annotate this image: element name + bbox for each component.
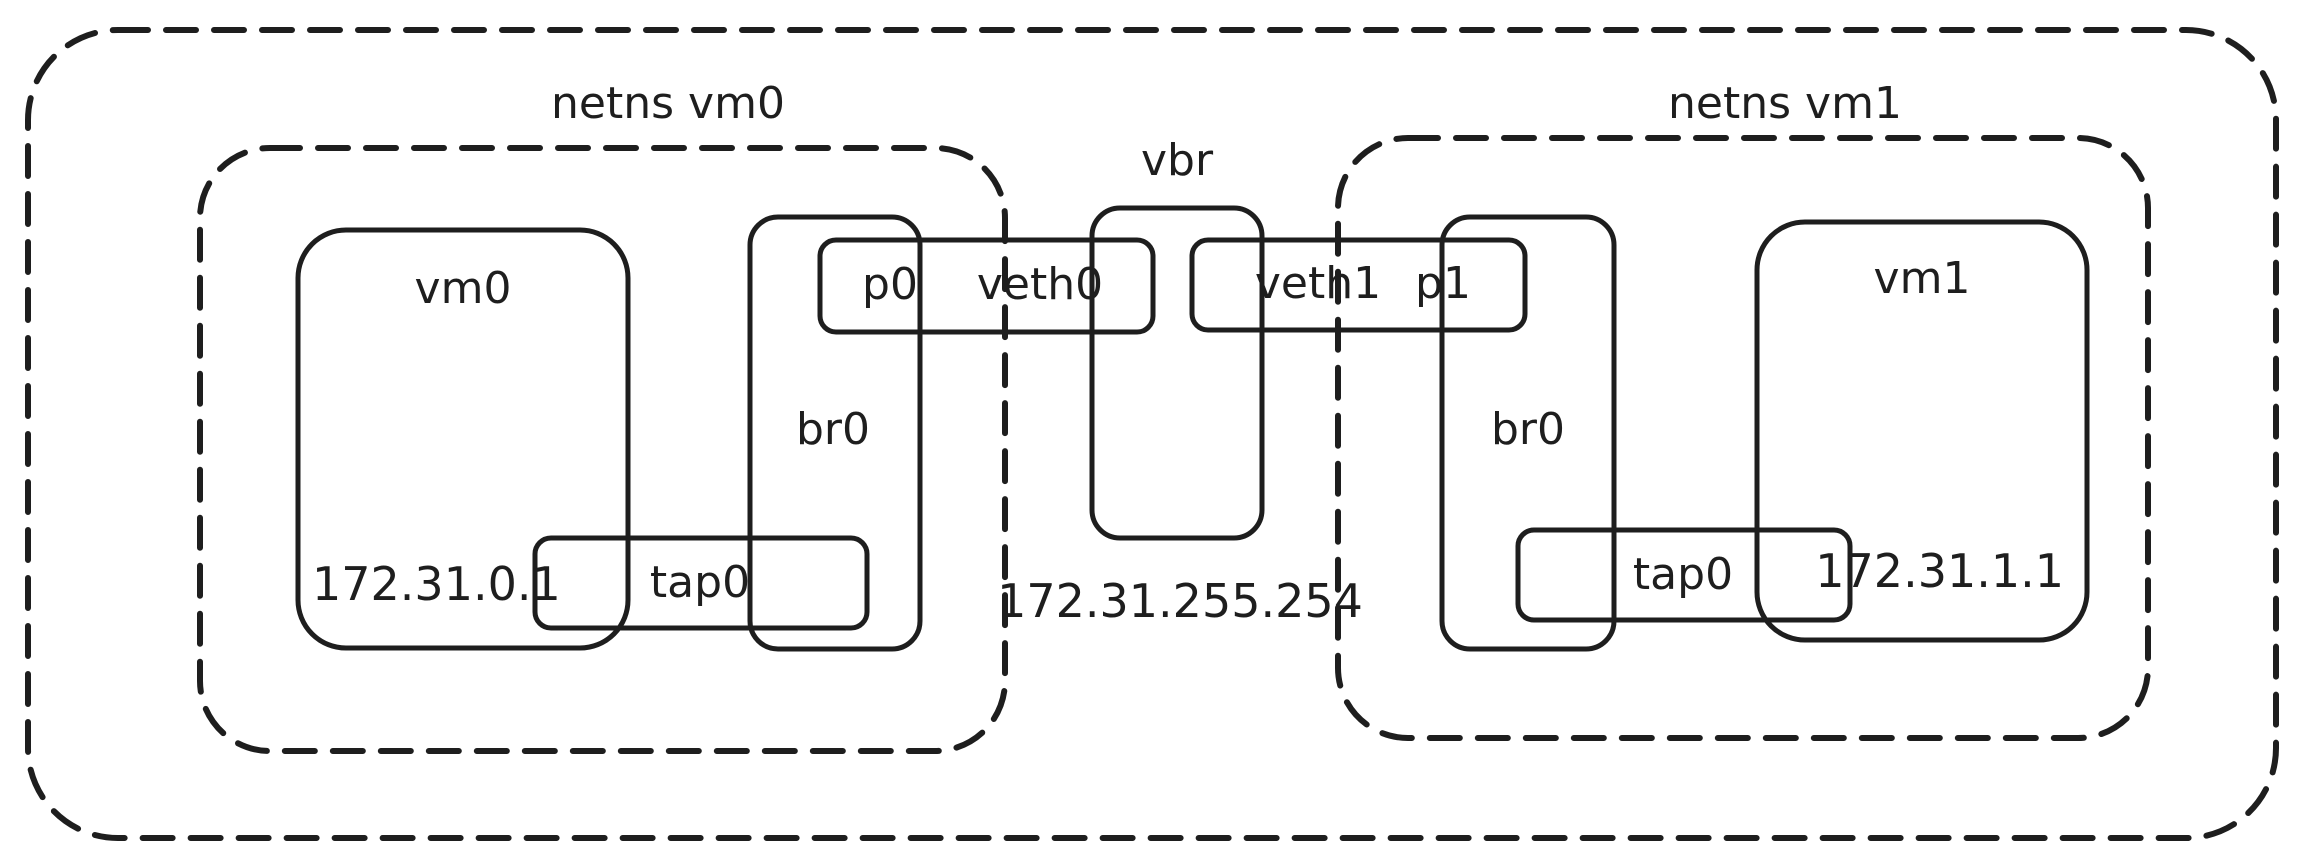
netns-vm1-boundary <box>1335 135 2151 741</box>
veth1-label: veth1 <box>1255 258 1381 309</box>
netns-vm0: netns vm0 vm0 172.31.0.1 br0 tap0 p0 vet… <box>197 78 1156 754</box>
br0-right-box <box>1439 214 1617 652</box>
vbr-label: vbr <box>1141 135 1214 186</box>
vm1-label: vm1 <box>1874 253 1971 304</box>
br0-left-label: br0 <box>796 404 870 455</box>
host-boundary <box>25 27 2279 841</box>
netns-vm1-label: netns vm1 <box>1668 78 1902 129</box>
vbr-box <box>1089 205 1265 541</box>
veth-pair-right-box <box>1189 237 1528 333</box>
veth0-label: veth0 <box>977 259 1103 310</box>
tap0-left-label: tap0 <box>650 557 750 608</box>
netns-vm0-label: netns vm0 <box>551 78 785 129</box>
br0-right-label: br0 <box>1491 404 1565 455</box>
vm0-label: vm0 <box>415 263 512 314</box>
vm0-ip: 172.31.0.1 <box>312 557 561 611</box>
tap0-right-label: tap0 <box>1633 549 1733 600</box>
br0-left-box <box>747 214 923 652</box>
netns-vm0-boundary <box>197 145 1008 754</box>
vm0-box <box>295 227 631 651</box>
vm1-ip: 172.31.1.1 <box>1815 544 2064 598</box>
vbr-ip: 172.31.255.254 <box>997 574 1363 628</box>
vm1-box <box>1754 219 2090 643</box>
vbr: vbr 172.31.255.254 <box>997 135 1363 628</box>
p0-label: p0 <box>862 259 918 310</box>
tap0-left-box <box>532 535 870 631</box>
veth-pair-left-box <box>817 237 1156 335</box>
tap0-right-box <box>1515 527 1853 623</box>
netns-vm1: netns vm1 veth1 p1 br0 vm1 172.31.1.1 ta… <box>1189 78 2151 741</box>
